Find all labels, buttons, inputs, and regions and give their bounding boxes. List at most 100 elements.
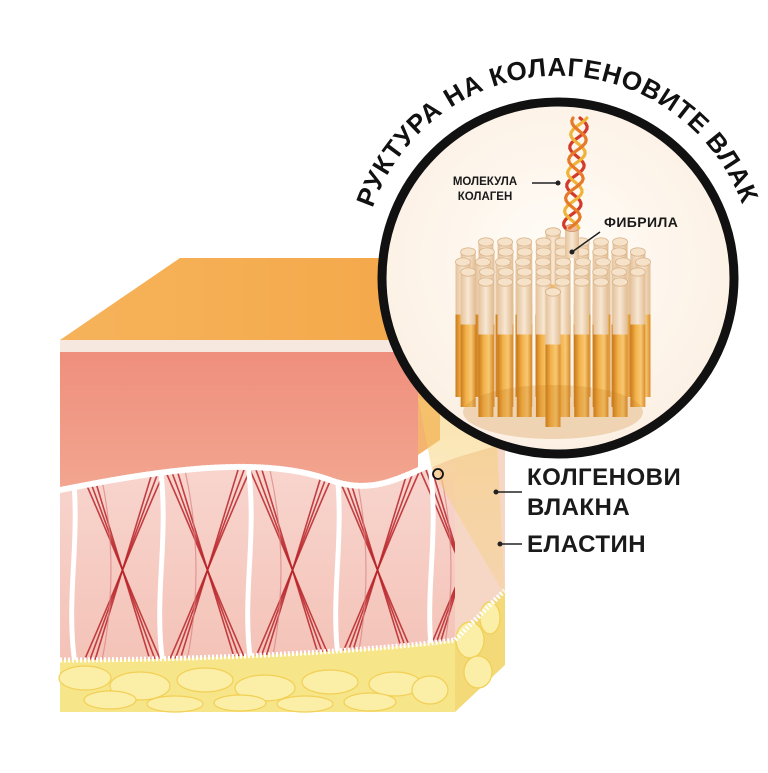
fibril-rod-upper [545,292,561,345]
epidermis-stripe [60,340,418,352]
fibril-rod-end [615,257,631,267]
fibril-rod-lower [574,334,590,417]
fibril-rod-end [460,247,477,257]
fat-cell [479,601,501,635]
elastin-fiber [333,462,343,660]
fat-cell [83,690,137,710]
fat-cell [343,692,397,712]
collagen-fiber [425,469,455,660]
fat-cell [301,669,359,695]
fibril-rod-lower [478,334,494,417]
fibril-rod-end [535,257,551,267]
fibril-rod-end [478,237,494,247]
fibril-rod-end [629,247,646,257]
collagen-fiber [354,469,367,660]
collagen-molecule-strand [563,116,588,230]
molecule-label-line2: КОЛАГЕН [457,191,513,203]
fibril-rod-end [593,237,609,247]
molecule-leader-dot [555,180,561,186]
fibril-rod-end [575,257,591,267]
magnification-beam [418,398,505,596]
fibril-rod-lower [545,344,561,427]
elastin-fiber [69,462,79,660]
fat-cell [455,621,485,659]
fibril-rod-end [595,257,611,267]
fibril-rod-end [535,277,552,287]
fibril-rod-end [515,257,531,267]
collagen-fiber [176,469,239,660]
fibril-rod-upper [630,272,646,325]
collagen-fiber [346,469,409,660]
fibril-rod-end [635,257,651,267]
fiber-network [69,462,455,660]
fibril-rod-end [535,267,552,277]
collagen-fiber [269,469,282,660]
bundle-shadow [463,385,643,439]
inset-ring [377,97,739,459]
collagen-fiber [419,469,455,660]
fibril-rod-end [460,267,477,277]
fat-cell [411,675,449,705]
central-fibril [565,228,579,258]
elastin-fiber [245,462,255,660]
collagen-molecule-strand [562,116,589,230]
fibril-rod-upper [516,282,532,335]
fibril-rod-end [573,277,590,287]
elastin-fiber [157,462,167,660]
fibril-rod-end [573,267,590,277]
fibril-rod-end [545,227,561,237]
collagen-callout: КОЛГЕНОВИ ВЛАКНА [527,463,681,523]
collagen-callout-line1: КОЛГЕНОВИ [527,464,682,491]
fibril-rod-end [479,267,495,277]
fibril-label: ФИБРИЛА [604,214,679,230]
fibril-rod-end [592,267,609,277]
collagen-fiber [91,469,154,660]
collagen-callout-line2: ВЛАКНА [527,494,631,521]
fibril-rod-end [545,287,561,297]
fibril-rod-lower [630,324,646,407]
fibril-rod-end [612,277,628,287]
fibril-bundle [455,116,651,439]
fat-cell [276,695,334,713]
fat-cell [463,655,493,689]
fibril-rod-upper [478,282,494,335]
fibril-leader-line [571,231,601,253]
collagen-fiber [184,469,197,660]
collagen-fiber [261,469,324,660]
fat-cell [146,695,204,713]
fat-cell [58,665,112,691]
fat-cell [213,694,267,712]
fibril-rod-upper [460,272,476,325]
fibril-rod-end [497,277,513,287]
fibril-rod-end [516,267,533,277]
fibril-leader-dot [569,249,575,255]
fibril-rod-end [475,257,491,267]
fibril-rod-end [516,247,533,257]
fibril-rod-end [554,267,571,277]
fibril-rod-end [455,257,471,267]
fibril-rod-end [479,247,495,257]
molecule-label: МОЛЕКУЛА КОЛАГЕН [438,175,532,205]
fibril-rod-end [612,237,628,247]
fibril-rod-end [535,237,552,247]
fibril-rod-end [593,277,609,287]
collagen-fiber [99,469,112,660]
fibril-rod-end [629,267,646,277]
fibril-rod-end [516,277,533,287]
fibril-rod-end [555,257,571,267]
fibril-rod-end [497,267,514,277]
fibril-rod-end [611,267,627,277]
collagen-fiber [431,469,455,660]
fibril-rod-lower [593,334,609,417]
fibril-rod-end [554,277,571,287]
fibril-rod-lower [497,334,513,417]
elastin-callout: ЕЛАСТИН [527,531,647,558]
fibril-rod-end [592,247,609,257]
fibril-rod-upper [497,282,513,335]
molecule-label-line1: МОЛЕКУЛА [452,176,518,188]
fibril-rod-end [611,247,627,257]
fibril-rod-lower [516,334,532,417]
fibril-rod-end [535,247,552,257]
fibril-rod-end [497,247,514,257]
